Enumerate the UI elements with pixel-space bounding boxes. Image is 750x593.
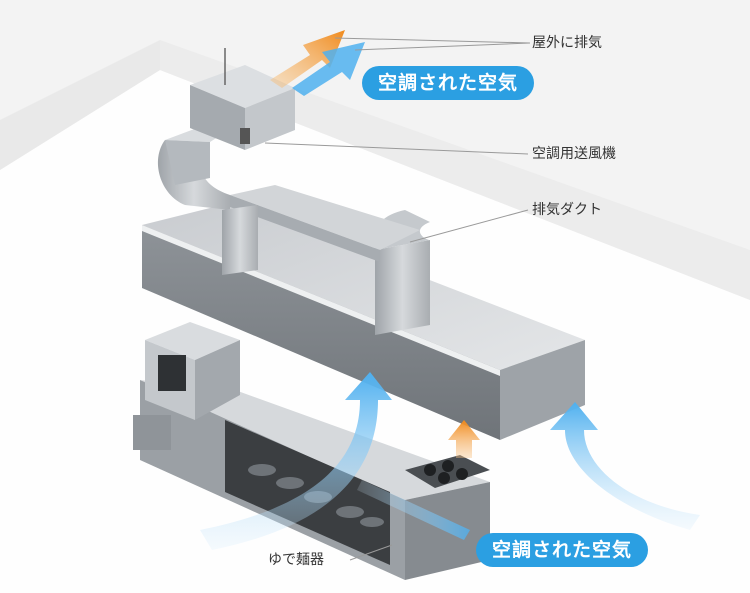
label-ac-blower: 空調用送風機: [532, 146, 616, 162]
exhaust-arrow-icon: [448, 420, 480, 458]
callout-lines: [264, 37, 531, 561]
label-outdoor-exhaust: 屋外に排気: [532, 35, 602, 51]
air-flow-arrow-icon: [200, 372, 700, 550]
ac-blower-unit: [190, 48, 295, 150]
kitchen-counter: [133, 380, 490, 580]
label-noodle-boiler: ゆで麺器: [268, 552, 324, 568]
air-flow-arrow-icon: [292, 42, 365, 96]
label-exhaust-duct: 排気ダクト: [532, 202, 602, 218]
badge-conditioned-air-bottom: 空調された空気: [476, 533, 649, 567]
badge-conditioned-air-top: 空調された空気: [362, 66, 535, 100]
exhaust-duct: [157, 120, 430, 335]
combi-oven: [145, 322, 240, 420]
exhaust-arrow-icon: [270, 30, 345, 88]
